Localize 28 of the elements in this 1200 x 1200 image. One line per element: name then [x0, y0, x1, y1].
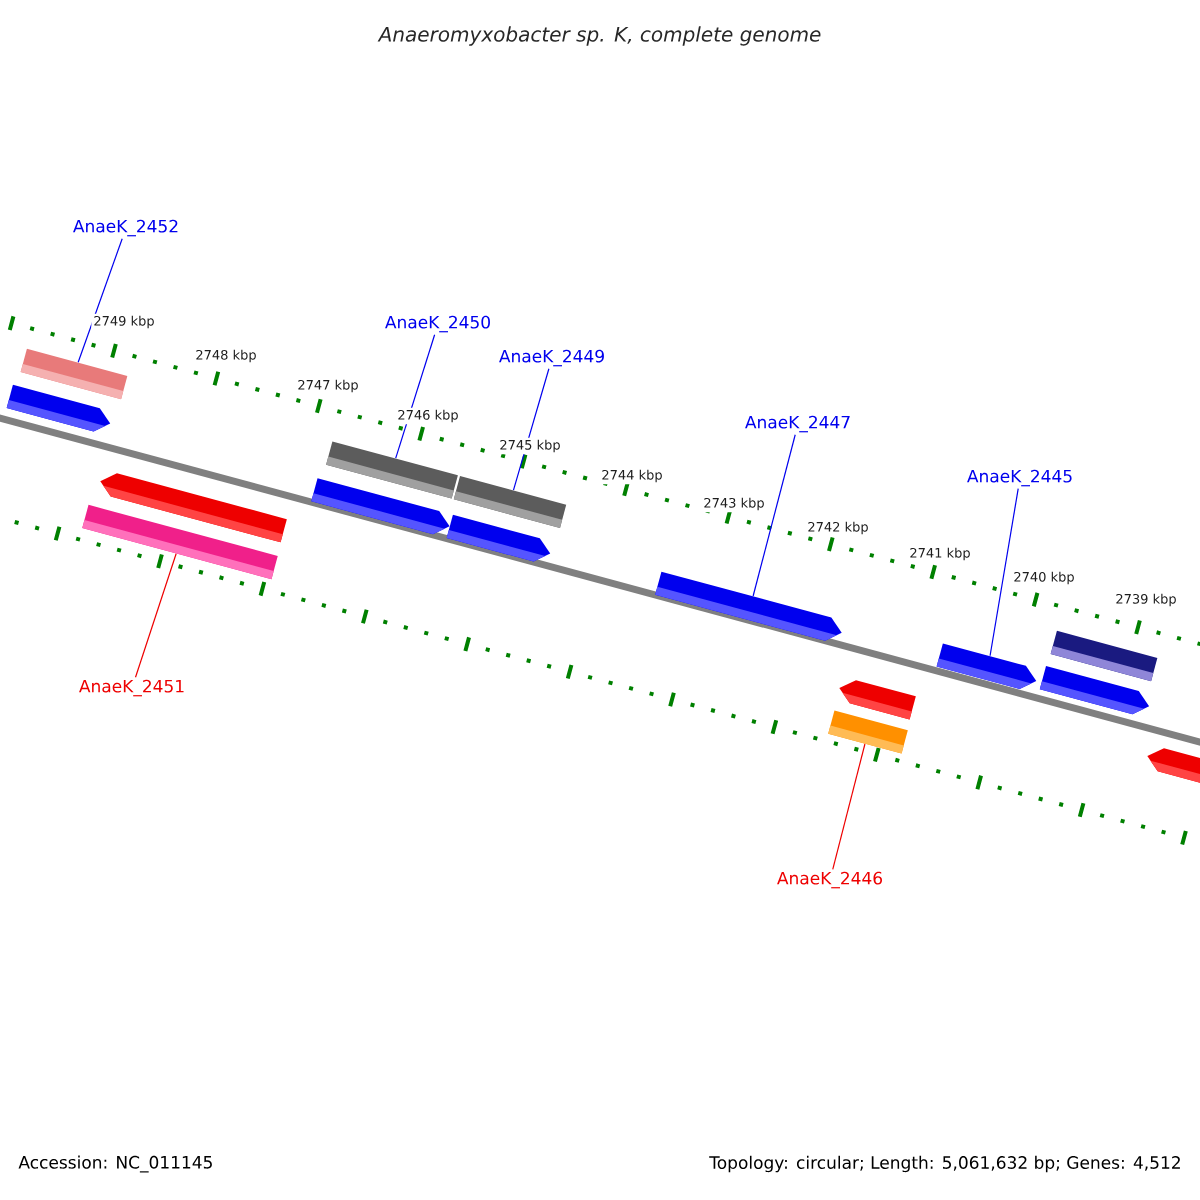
leader-line	[832, 743, 866, 870]
gene-label: AnaeK_2446	[777, 871, 883, 889]
gene-feature	[1147, 748, 1200, 788]
gene-label: AnaeK_2451	[79, 679, 184, 697]
gene-label: AnaeK_2452	[73, 219, 178, 237]
footer-text: Accession: NC_011145	[18, 1155, 212, 1173]
leader-line	[989, 488, 1019, 657]
gene-feature	[453, 476, 567, 528]
gene-feature	[6, 384, 111, 432]
gene-feature	[100, 473, 287, 543]
leader-line	[77, 238, 123, 363]
gene-feature	[655, 571, 842, 641]
gene-feature	[326, 441, 458, 499]
gene-label: AnaeK_2449	[499, 349, 604, 367]
leader-line	[752, 434, 796, 597]
gene-feature	[446, 514, 551, 562]
gene-feature	[1050, 630, 1158, 682]
gene-feature	[839, 680, 916, 720]
gene-feature	[828, 710, 908, 754]
gene-label: AnaeK_2450	[385, 315, 490, 333]
gene-label: AnaeK_2445	[967, 469, 1072, 487]
footer-text: Topology: circular; Length: 5,061,632 bp; Genes: 4,512	[709, 1155, 1180, 1173]
title: Anaeromyxobacter sp. K, complete genome	[377, 26, 821, 46]
gene-feature	[936, 643, 1037, 689]
gene-feature	[20, 348, 128, 400]
leader-line	[134, 553, 177, 678]
gene-label: AnaeK_2447	[745, 415, 850, 433]
leader-line	[512, 368, 550, 491]
